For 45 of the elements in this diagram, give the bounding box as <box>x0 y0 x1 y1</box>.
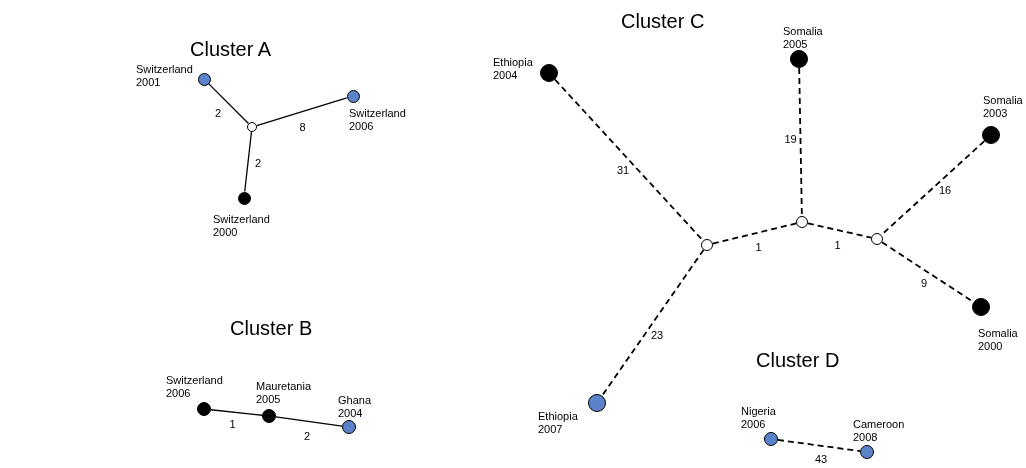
edge-label: 9 <box>920 277 929 289</box>
edge-label: 2 <box>214 107 223 119</box>
sample-label: Mauretania 2005 <box>256 380 312 406</box>
connector <box>244 131 253 193</box>
sample-label: Nigeria 2006 <box>741 405 776 431</box>
dashed-connector <box>711 222 798 245</box>
edge-label: 1 <box>754 240 763 253</box>
sample-node <box>871 233 883 245</box>
edge-label: 16 <box>938 184 953 196</box>
cluster-title: Cluster D <box>756 349 840 372</box>
sample-label: Switzerland 2000 <box>213 213 270 239</box>
connector <box>256 97 348 127</box>
sample-label: Switzerland 2001 <box>136 63 193 89</box>
edge-label: 23 <box>650 329 665 341</box>
sample-label: Somalia 2005 <box>783 25 823 51</box>
sample-node <box>247 122 257 132</box>
dashed-connector <box>554 78 704 242</box>
sample-node <box>796 216 808 228</box>
dashed-connector <box>806 222 873 239</box>
dashed-connector <box>798 67 803 217</box>
sample-label: Somalia 2000 <box>978 327 1018 353</box>
sample-label: Cameroon 2008 <box>853 418 905 444</box>
sample-label: Somalia 2003 <box>983 94 1023 120</box>
edge-label: 1 <box>228 417 237 430</box>
edge-label: 31 <box>616 164 631 176</box>
sample-label: Ghana 2004 <box>338 394 372 420</box>
sample-node <box>701 239 713 251</box>
edge-label: 8 <box>298 120 307 133</box>
sample-label: Switzerland 2006 <box>166 374 223 400</box>
cluster-title: Cluster C <box>621 10 705 33</box>
sample-label: Ethiopia 2004 <box>493 56 533 82</box>
edge-label: 43 <box>814 452 829 465</box>
connector <box>207 82 250 125</box>
connector <box>275 416 343 427</box>
sample-label: Ethiopia 2007 <box>538 410 578 436</box>
edge-label: 19 <box>783 132 798 145</box>
sample-label: Switzerland 2006 <box>349 107 406 133</box>
dashed-connector <box>777 439 861 452</box>
edge-label: 1 <box>833 238 842 251</box>
connector <box>210 409 263 416</box>
cluster-title: Cluster B <box>230 317 313 340</box>
dashed-connector <box>601 249 705 397</box>
cluster-title: Cluster A <box>190 38 272 61</box>
edge-label: 2 <box>254 156 263 169</box>
edge-label: 2 <box>303 429 312 442</box>
